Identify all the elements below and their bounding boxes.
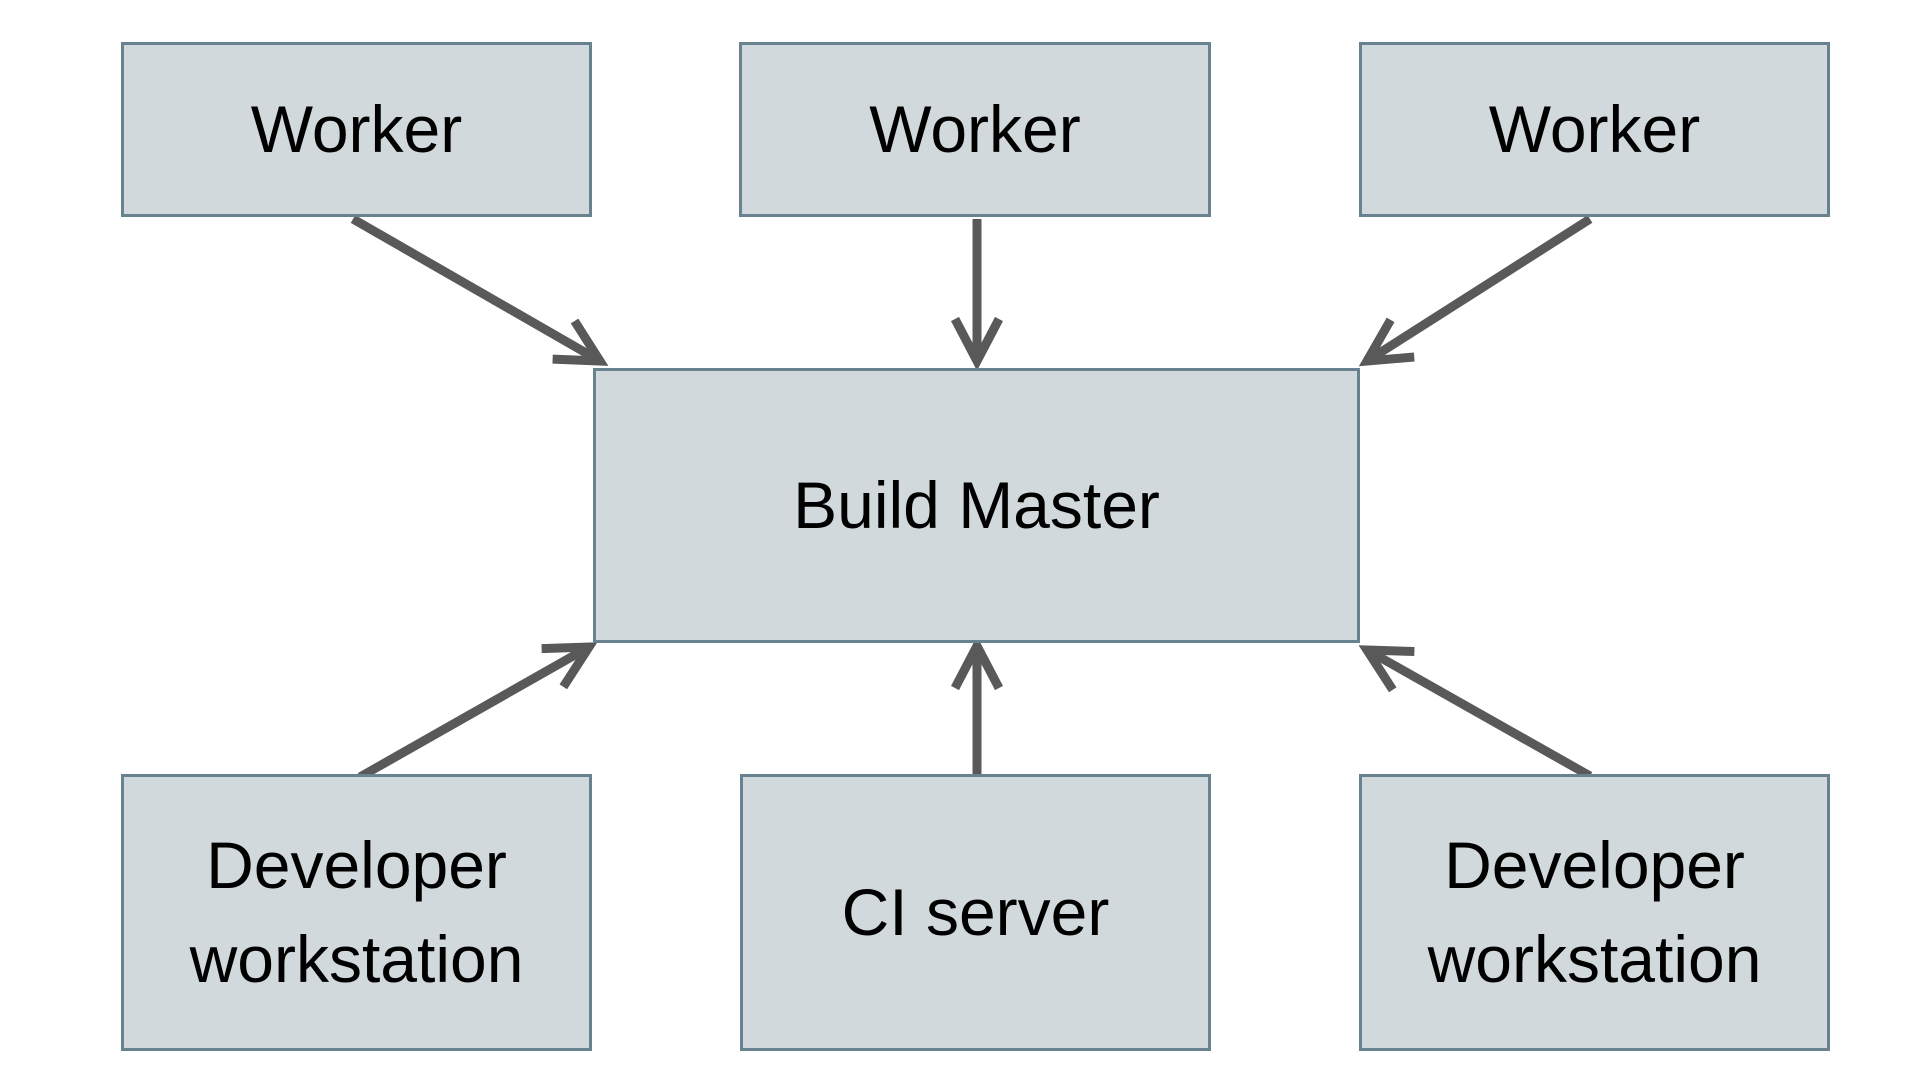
- node-worker-center-label: Worker: [869, 91, 1081, 166]
- node-worker-center: Worker: [739, 42, 1211, 217]
- node-worker-left: Worker: [121, 42, 592, 217]
- node-developer-workstation-left: Developer workstation: [121, 774, 592, 1051]
- arrow-dev-right-to-build-master: [1358, 645, 1593, 780]
- arrow-dev-left-to-build-master: [357, 642, 598, 781]
- node-ci-server: CI server: [740, 774, 1211, 1051]
- arrow-worker-right-to-build-master: [1358, 215, 1593, 367]
- node-developer-workstation-right-label: Developer workstation: [1427, 827, 1762, 996]
- node-build-master-label: Build Master: [793, 467, 1160, 542]
- node-worker-left-label: Worker: [250, 91, 463, 166]
- node-worker-right: Worker: [1359, 42, 1830, 217]
- node-worker-right-label: Worker: [1488, 91, 1701, 166]
- node-build-master: Build Master: [593, 368, 1360, 643]
- node-developer-workstation-left-label: Developer workstation: [189, 827, 524, 996]
- arrow-worker-left-to-build-master: [350, 215, 609, 366]
- node-developer-workstation-right: Developer workstation: [1359, 774, 1830, 1051]
- node-ci-server-label: CI server: [841, 874, 1110, 949]
